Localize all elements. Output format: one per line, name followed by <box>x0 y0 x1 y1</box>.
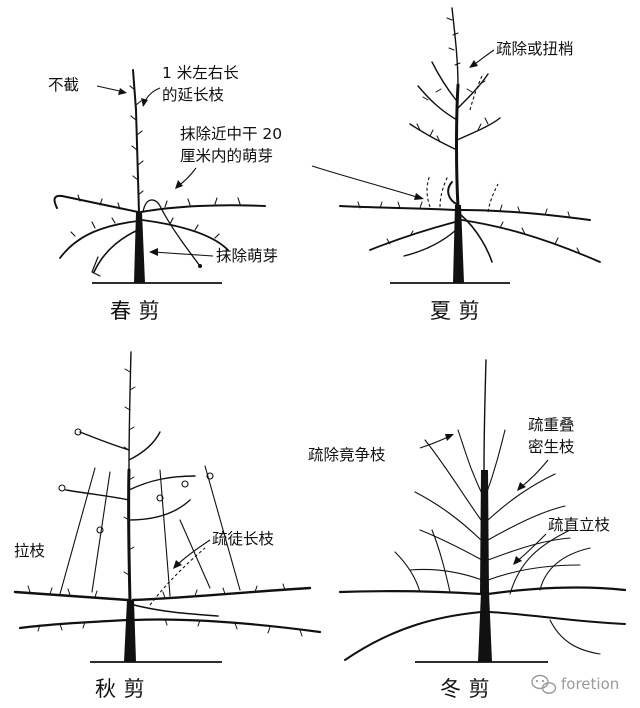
tree-trunk <box>134 212 145 283</box>
arrow-head <box>175 180 183 189</box>
scaffold-branches <box>338 586 627 661</box>
buds <box>27 368 303 637</box>
hanging-shoot <box>91 256 101 277</box>
tree-trunk <box>453 205 464 283</box>
central-leader <box>127 468 132 604</box>
label-extension-line2: 的延长枝 <box>162 86 225 104</box>
buds <box>357 17 581 255</box>
watermark: foretion <box>531 674 619 694</box>
bud-loops <box>58 428 214 534</box>
thin-branches <box>394 429 601 655</box>
wechat-icon <box>531 674 557 694</box>
scaffold-branches <box>339 205 601 263</box>
central-leader <box>480 470 489 594</box>
panel-winter: 疏除竟争枝 疏重叠 密生枝 疏直立枝 冬 剪 <box>308 359 627 701</box>
scaffold-branches <box>53 194 266 273</box>
label-no-cut: 不截 <box>48 76 79 94</box>
label-remove-near-line2: 厘米内的萌芽 <box>180 147 273 165</box>
leader-laterals <box>65 431 196 521</box>
pointer-thin-competing <box>419 435 451 449</box>
buds <box>70 85 241 239</box>
arrow-head <box>141 98 148 107</box>
removed-sprouts <box>426 75 499 213</box>
label-thin-overlap-line2: 密生枝 <box>528 438 575 456</box>
panel-spring: 不截 1 米左右长 的延长枝 抹除近中干 20 厘米内的萌芽 抹除萌芽 春 剪 <box>48 64 424 323</box>
pointer-remove-near-summer <box>311 165 421 199</box>
removed-sprouts <box>149 547 206 606</box>
scaffold-branches <box>13 586 322 634</box>
tree-trunk <box>478 592 492 662</box>
label-thin-competing: 疏除竟争枝 <box>308 446 386 464</box>
label-remove-near-line1: 抹除近中干 20 <box>180 125 282 143</box>
caption-winter: 冬 剪 <box>440 677 490 701</box>
label-remove-buds: 抹除萌芽 <box>216 247 278 265</box>
leader-curve <box>447 181 459 206</box>
panel-autumn: 拉枝 疏徒长枝 秋 剪 <box>13 351 322 701</box>
arrow-head <box>118 88 127 95</box>
panel-summer: 疏除或扭梢 夏 剪 <box>339 7 601 323</box>
label-thin-upright: 疏直立枝 <box>548 516 611 534</box>
central-leader <box>455 83 460 209</box>
pointer-thin-overlap <box>519 459 549 489</box>
arrow-head <box>445 434 454 441</box>
arrow-head <box>149 248 158 256</box>
label-thin-or-twist: 疏除或扭梢 <box>496 40 574 58</box>
leader-laterals <box>409 61 501 151</box>
sprout-curve <box>142 199 201 267</box>
caption-autumn: 秋 剪 <box>95 677 145 701</box>
central-leader <box>132 69 140 214</box>
arrow-head <box>173 560 182 569</box>
caption-summer: 夏 剪 <box>430 299 480 323</box>
arrow-head <box>414 193 424 200</box>
pointer-remove-buds <box>152 251 214 257</box>
label-thin-overlap-line1: 疏重叠 <box>528 416 575 434</box>
label-extension-line1: 1 米左右长 <box>162 64 239 82</box>
watermark-text: foretion <box>561 675 619 693</box>
arrow-head <box>517 482 526 491</box>
label-pull-branch: 拉枝 <box>14 542 46 560</box>
pull-strings <box>59 465 241 597</box>
pointer-thin-water-sprouts <box>175 539 211 567</box>
pointer-thin-upright <box>515 533 547 563</box>
leader-tip <box>483 359 487 471</box>
leader-tip <box>128 351 132 471</box>
leader-tip <box>451 7 459 87</box>
tree-trunk <box>124 600 136 662</box>
arrow-head <box>513 556 522 565</box>
arrow-head <box>469 60 478 68</box>
label-thin-water-sprouts: 疏徒长枝 <box>212 530 275 548</box>
caption-spring: 春 剪 <box>110 299 160 323</box>
